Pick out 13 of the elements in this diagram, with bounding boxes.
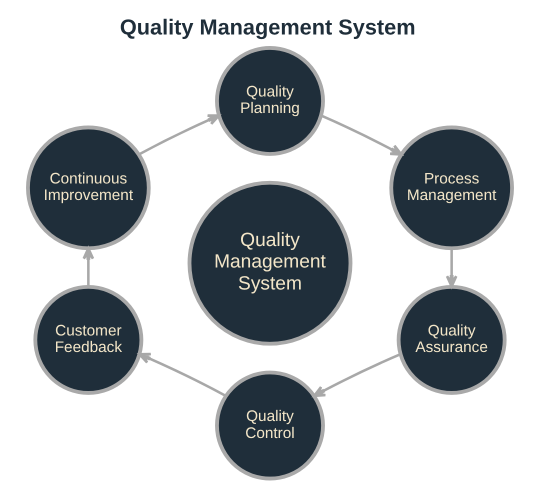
node-circle: Quality Management System bbox=[188, 180, 352, 346]
arrow bbox=[446, 248, 458, 288]
node-circle: Quality Planning bbox=[215, 46, 325, 156]
arrow bbox=[138, 352, 226, 397]
arrow bbox=[138, 114, 220, 156]
node-circle: Quality Control bbox=[215, 370, 325, 480]
arrow bbox=[320, 114, 403, 156]
diagram-title: Quality Management System bbox=[120, 14, 416, 40]
node-circle: Customer Feedback bbox=[33, 284, 144, 395]
arrow bbox=[82, 247, 94, 286]
node-circle: Continuous Improvement bbox=[26, 126, 151, 250]
node-circle: Quality Assurance bbox=[396, 284, 507, 395]
arrow bbox=[312, 353, 402, 398]
